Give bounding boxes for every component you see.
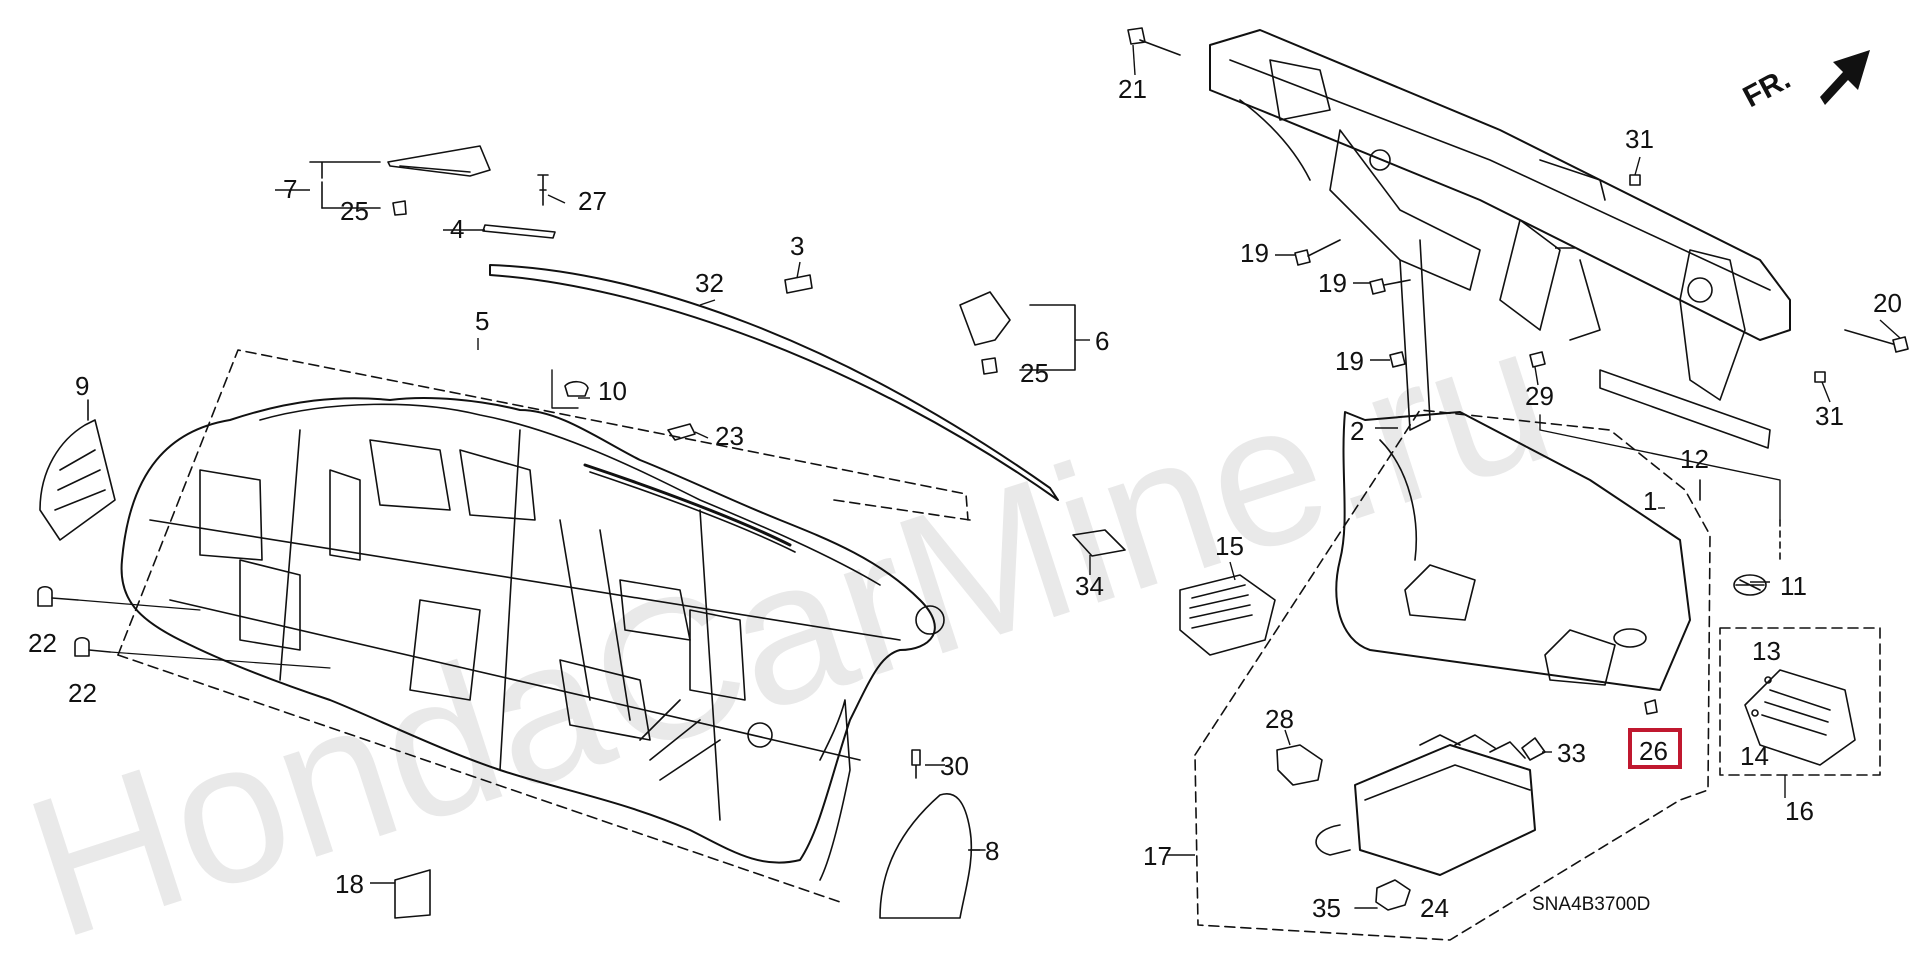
callout-4: 4 xyxy=(450,214,464,244)
part-31a-screw xyxy=(1629,174,1641,186)
callout-32: 32 xyxy=(695,268,724,298)
part-16-side-vent xyxy=(1744,669,1856,766)
part-13-pin xyxy=(1764,676,1772,684)
part-24-nut xyxy=(1375,879,1411,911)
callout-29: 29 xyxy=(1525,381,1554,411)
callout-2: 2 xyxy=(1350,416,1364,446)
callout-10: 10 xyxy=(598,376,627,406)
callout-23: 23 xyxy=(715,421,744,451)
part-28-connector xyxy=(1276,744,1323,786)
callout-28: 28 xyxy=(1265,704,1294,734)
callout-25b: 25 xyxy=(1020,358,1049,388)
callout-18: 18 xyxy=(335,869,364,899)
part-27-rivet xyxy=(537,174,549,206)
part-25a-clip xyxy=(392,200,407,216)
part-3-pin xyxy=(784,274,813,294)
part-6-trim xyxy=(959,291,1011,346)
highlight-26 xyxy=(1628,728,1682,769)
part-1-lower-panel xyxy=(1335,411,1691,691)
steering-hanger-beam xyxy=(1209,29,1791,449)
part-19c-bolt xyxy=(1389,351,1406,368)
callout-34: 34 xyxy=(1075,571,1104,601)
part-20-bolt xyxy=(1844,329,1909,353)
part-31b-screw xyxy=(1814,371,1826,383)
callout-31b: 31 xyxy=(1815,401,1844,431)
callout-5: 5 xyxy=(475,306,489,336)
callout-20: 20 xyxy=(1873,288,1902,318)
callout-27: 27 xyxy=(578,186,607,216)
callout-21: 21 xyxy=(1118,74,1147,104)
callout-33: 33 xyxy=(1557,738,1586,768)
callout-19b: 19 xyxy=(1318,268,1347,298)
callout-16: 16 xyxy=(1785,796,1814,826)
callout-1: 1 xyxy=(1643,486,1657,516)
diagram-code: SNA4B3700D xyxy=(1532,894,1650,915)
part-23-clip xyxy=(667,423,696,441)
dashboard-panel xyxy=(117,349,971,903)
part-10-clip xyxy=(564,380,589,397)
callout-19c: 19 xyxy=(1335,346,1364,376)
part-26-clip xyxy=(1644,699,1658,715)
part-30-screw xyxy=(911,749,921,779)
part-8-side-cover xyxy=(879,793,973,919)
callout-17: 17 xyxy=(1143,841,1172,871)
callout-24: 24 xyxy=(1420,893,1449,923)
front-direction-marker: FR. xyxy=(1738,50,1870,114)
callout-6: 6 xyxy=(1095,326,1109,356)
callout-30: 30 xyxy=(940,751,969,781)
callout-13: 13 xyxy=(1752,636,1781,666)
defroster-garnish xyxy=(489,264,1059,501)
part-7-trim xyxy=(387,145,491,177)
front-label: FR. xyxy=(1738,62,1796,114)
callout-12: 12 xyxy=(1680,444,1709,474)
part-18-tag xyxy=(394,869,431,919)
group-16-frame xyxy=(1719,627,1881,776)
callout-3: 3 xyxy=(790,231,804,261)
callout-9: 9 xyxy=(75,371,89,401)
callout-22a: 22 xyxy=(28,628,57,658)
group-17-frame xyxy=(1194,409,1711,941)
part-17-airbag xyxy=(1315,734,1536,876)
callout-22b: 22 xyxy=(68,678,97,708)
callout-35: 35 xyxy=(1312,893,1341,923)
part-11-grommet xyxy=(1733,574,1767,596)
callout-25a: 25 xyxy=(340,196,369,226)
callout-11: 11 xyxy=(1780,571,1807,601)
part-34-pad xyxy=(1072,529,1126,557)
part-14-pin xyxy=(1751,709,1759,717)
part-19b-bolt xyxy=(1369,278,1411,295)
callout-14: 14 xyxy=(1740,741,1769,771)
callout-19a: 19 xyxy=(1240,238,1269,268)
part-22-screws xyxy=(37,585,331,669)
callout-8: 8 xyxy=(985,836,999,866)
callout-7: 7 xyxy=(283,174,297,204)
callout-15: 15 xyxy=(1215,531,1244,561)
part-15-vent xyxy=(1179,574,1276,656)
part-9-side-cover xyxy=(39,419,116,541)
part-4-strip xyxy=(482,224,556,239)
callout-26: 26 xyxy=(1639,736,1668,766)
part-29-bolt xyxy=(1529,351,1546,368)
part-33-clip xyxy=(1521,737,1546,761)
part-19a-bolt xyxy=(1294,239,1341,266)
part-21-bolt xyxy=(1127,27,1181,56)
part-25b-clip xyxy=(981,357,998,375)
callout-31a: 31 xyxy=(1625,124,1654,154)
